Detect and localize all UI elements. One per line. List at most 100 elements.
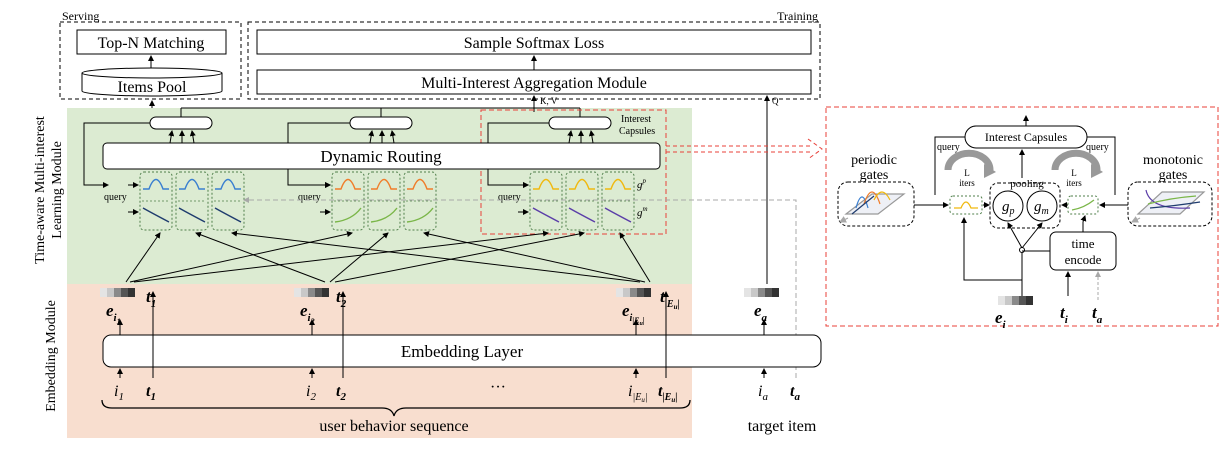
embedding-cell [308, 288, 315, 297]
embedding-cell [772, 288, 779, 297]
periodic-gate-curve [605, 178, 631, 190]
embedding-cell [744, 288, 751, 297]
embedding-cell [1019, 296, 1026, 305]
aggregation-label: Multi-Interest Aggregation Module [421, 75, 647, 92]
i1-input: i1 [114, 383, 124, 403]
gm-node [1026, 190, 1058, 222]
t2-input: t2 [336, 383, 346, 403]
periodic-gate-curve [179, 178, 205, 190]
gate-cell [565, 171, 599, 231]
learning-module-label: Learning Module [50, 141, 65, 239]
embedding-cell [114, 288, 121, 297]
interest-capsules-label-2: Capsules [619, 126, 655, 137]
periodic-gates-label: gates [860, 168, 889, 183]
embedding-vectors [100, 288, 779, 297]
serving-label: Serving [62, 9, 99, 23]
detail-connector [666, 138, 823, 160]
top-n-matching-label: Top-N Matching [98, 35, 205, 52]
periodic-gates-plot [838, 191, 906, 223]
embedding-cell [758, 288, 765, 297]
detail-monotonic-gate [1067, 195, 1099, 215]
l-iters-left-iters: iters [959, 178, 975, 188]
embedding-cell [765, 288, 772, 297]
embedding-cell [623, 288, 630, 297]
periodic-gate-curve [533, 178, 559, 190]
monotonic-gate-curve [370, 207, 398, 223]
l-iters-right-iters: iters [1066, 178, 1082, 188]
target-item-label: target item [748, 418, 817, 435]
gm-label: gm [637, 205, 648, 219]
user-behavior-sequence-label: user behavior sequence [319, 418, 468, 435]
periodic-gates-box [837, 181, 915, 227]
embedding-layer-label: Embedding Layer [401, 342, 524, 361]
monotonic-gates-box [1127, 181, 1213, 227]
ellipsis: ··· [490, 379, 506, 396]
q-label: Q [772, 96, 779, 106]
embedding-layer-box [102, 334, 822, 368]
ia-input: ia [758, 383, 768, 403]
embedding-cell [315, 288, 322, 297]
detail-interest-capsules-label: Interest Capsules [985, 130, 1068, 144]
items-pool-cylinder [81, 67, 223, 97]
time-encode-label-2: encode [1065, 252, 1102, 267]
embedding-cell [998, 296, 1005, 305]
monotonic-gate-curve [178, 207, 206, 223]
monotonic-gate-curve [604, 207, 632, 223]
time-encode-label-1: time [1071, 236, 1094, 251]
monotonic-gate-curve [334, 207, 362, 223]
gate-cell [403, 171, 437, 231]
l-iters-left-L: L [964, 168, 970, 178]
query-label-1: query [104, 192, 127, 203]
embedding-cell [107, 288, 114, 297]
gate-groups [128, 171, 635, 231]
embedding-cell [322, 288, 329, 297]
embedding-cell [616, 288, 623, 297]
ta-input: ta [790, 383, 800, 403]
items-pool-label: Items Pool [118, 79, 187, 96]
embedding-cell [100, 288, 107, 297]
embedding-cell [294, 288, 301, 297]
detail-ta-label: ta [1092, 303, 1103, 326]
detail-panel [825, 106, 1219, 327]
detail-ti-label: ti [1060, 303, 1069, 326]
gp-node [992, 190, 1024, 222]
query-label-3: query [498, 192, 521, 203]
detail-e-label: ei [995, 308, 1007, 331]
interest-capsules-highlight [480, 109, 667, 235]
gate-cell [601, 171, 635, 231]
t1-input: t1 [146, 383, 156, 403]
embedding-cell [1012, 296, 1019, 305]
periodic-gate-curve [569, 178, 595, 190]
gp-node-label: gp [1002, 199, 1015, 217]
embedding-module-label: Embedding Module [44, 300, 59, 412]
teu-input: t|Eu| [658, 383, 677, 404]
pooling-box [989, 182, 1061, 229]
embedding-cell [128, 288, 135, 297]
target-time-arrow [243, 197, 797, 378]
query-label-2: query [298, 192, 321, 203]
gate-cell [211, 171, 245, 231]
top-n-matching-box [76, 29, 227, 55]
sample-softmax-label: Sample Softmax Loss [464, 35, 604, 52]
l-iters-right-icon [1051, 149, 1103, 178]
embedding-cell [644, 288, 651, 297]
dynamic-routing-box [102, 142, 661, 170]
periodic-label: periodic [851, 153, 897, 168]
gp-label: gp [637, 177, 647, 191]
periodic-gate-curve [215, 178, 241, 190]
training-label: Training [777, 9, 818, 23]
monotonic-gate-curve [406, 207, 434, 223]
pooling-label: pooling [1010, 178, 1044, 190]
detail-query-left: query [937, 142, 960, 153]
embedding-cell [1026, 296, 1033, 305]
gm-node-label: gm [1034, 199, 1049, 217]
l-iters-left-icon [944, 149, 996, 178]
serving-box [59, 21, 242, 100]
embedding-cell [1005, 296, 1012, 305]
ieu-input: i|Eu| [628, 383, 648, 404]
gate-cell [529, 171, 563, 231]
monotonic-gate-curve [532, 207, 560, 223]
embedding-cell [637, 288, 644, 297]
aggregation-box [256, 69, 812, 95]
